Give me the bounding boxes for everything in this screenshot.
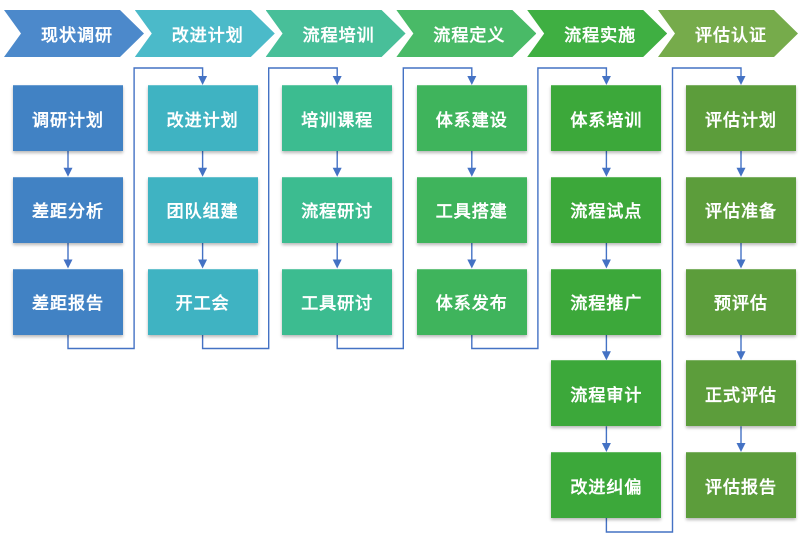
arrowhead-icon [198, 167, 208, 177]
stage-header-3: 流程培训 [266, 10, 406, 57]
arrowhead-icon [736, 443, 746, 452]
process-box: 流程推广 [551, 268, 662, 335]
process-box: 评估报告 [686, 452, 796, 518]
process-box: 调研计划 [13, 85, 123, 151]
arrowhead-icon [736, 351, 746, 361]
process-box: 流程试点 [551, 176, 662, 243]
arrowhead-icon [332, 259, 342, 269]
arrowhead-icon [332, 167, 342, 177]
process-box: 体系培训 [551, 85, 662, 151]
arrowhead-icon [601, 167, 611, 177]
process-box: 改进纠偏 [551, 452, 662, 518]
process-box: 评估计划 [686, 85, 796, 151]
arrowhead-icon [467, 167, 477, 177]
arrowhead-icon [601, 443, 611, 452]
process-box: 评估准备 [686, 176, 796, 243]
stage-header-6: 评估认证 [658, 10, 798, 57]
arrowhead-icon [736, 167, 746, 177]
process-box: 流程研讨 [282, 176, 393, 243]
process-box: 工具研讨 [282, 268, 393, 335]
stage-header-1: 现状调研 [4, 10, 144, 57]
arrowhead-icon [63, 259, 73, 269]
stage-header-5: 流程实施 [527, 10, 667, 57]
arrowhead-icon [736, 76, 746, 85]
arrowhead-icon [467, 76, 477, 85]
process-box: 团队组建 [147, 176, 258, 243]
process-box: 体系建设 [416, 85, 527, 151]
arrowhead-icon [736, 259, 746, 269]
arrowhead-icon [601, 259, 611, 269]
arrowhead-icon [198, 76, 208, 85]
process-box: 流程审计 [551, 360, 662, 427]
arrowhead-icon [601, 76, 611, 85]
process-box: 预评估 [686, 268, 796, 335]
stage-header-2: 改进计划 [135, 10, 275, 57]
process-box: 正式评估 [686, 360, 796, 427]
process-box: 工具搭建 [416, 176, 527, 243]
stage-header-4: 流程定义 [396, 10, 536, 57]
process-box: 体系发布 [416, 268, 527, 335]
arrowhead-icon [332, 76, 342, 85]
arrowhead-icon [63, 167, 73, 177]
process-box: 差距分析 [13, 176, 123, 243]
process-box: 开工会 [147, 268, 258, 335]
process-box: 培训课程 [282, 85, 393, 151]
process-box: 改进计划 [147, 85, 258, 151]
arrowhead-icon [601, 351, 611, 361]
arrowhead-icon [467, 259, 477, 269]
arrowhead-icon [198, 259, 208, 269]
process-box: 差距报告 [13, 268, 123, 335]
